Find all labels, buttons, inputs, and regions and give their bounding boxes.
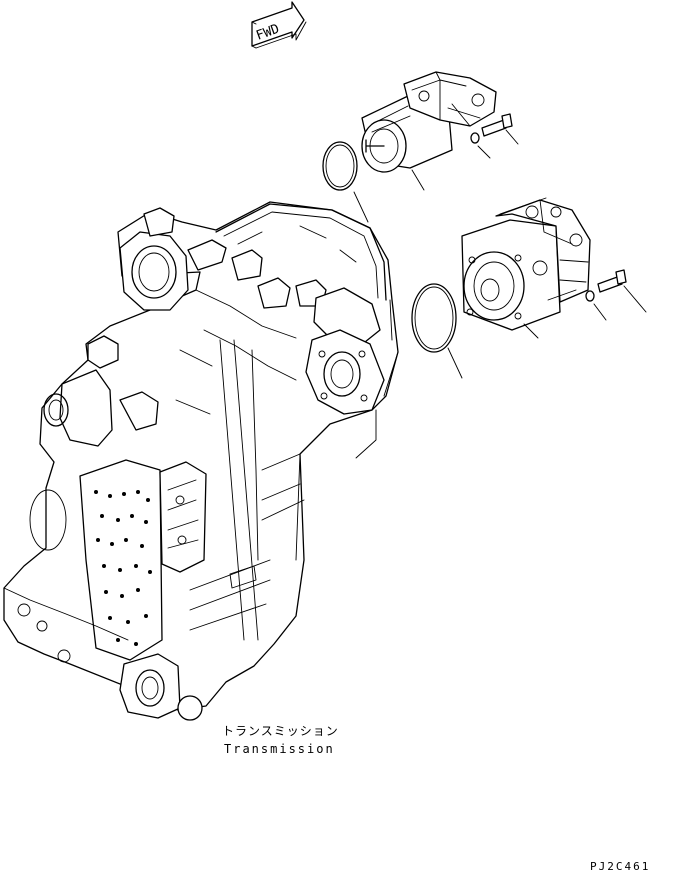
transmission-housing <box>3 201 399 721</box>
lower-bolt <box>597 269 627 293</box>
leader-line <box>523 323 539 339</box>
upper-pump <box>361 71 497 173</box>
upper-washer <box>470 132 480 144</box>
transmission-label-jp: トランスミッション <box>222 724 339 738</box>
transmission-label-en: Transmission <box>224 742 335 756</box>
leader-line <box>477 145 491 159</box>
leader-line <box>623 285 647 313</box>
upper-bolt <box>481 113 513 137</box>
leader-line <box>593 303 607 321</box>
fwd-arrow: FWD <box>251 1 307 49</box>
upper-o-ring <box>322 141 358 191</box>
lower-o-ring <box>411 283 457 353</box>
lower-pump <box>461 197 591 331</box>
drawing-code: PJ2C461 <box>590 860 651 873</box>
leader-line <box>447 347 463 379</box>
lower-washer <box>585 290 595 302</box>
leader-line <box>411 169 425 191</box>
leader-line <box>505 129 519 145</box>
leader-line <box>353 191 369 223</box>
